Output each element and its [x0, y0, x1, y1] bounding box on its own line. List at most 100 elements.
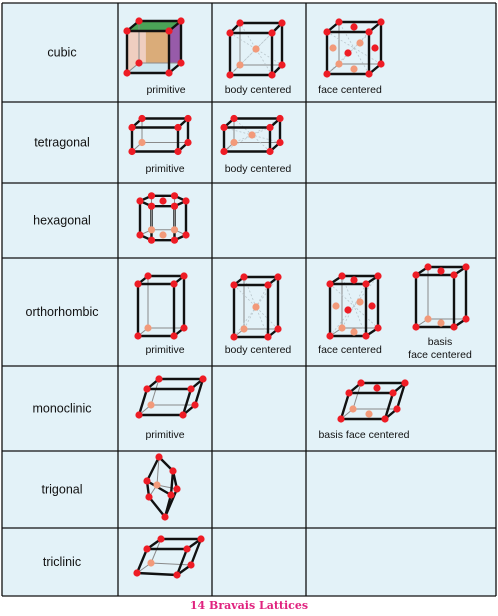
hidden-edge — [150, 538, 162, 564]
lattice-point — [173, 485, 181, 493]
lattice-point — [177, 17, 185, 25]
hidden-edge — [150, 378, 160, 406]
lattice-point — [155, 453, 163, 461]
lattice-point — [147, 192, 156, 200]
lattice-point — [170, 226, 179, 234]
lattice-point — [123, 69, 131, 77]
lattice-point — [276, 138, 284, 147]
lattice-type-label: primitive — [145, 429, 184, 441]
lattice-point — [323, 28, 331, 36]
crystal-system-label: tetragonal — [34, 136, 90, 150]
lattice-point — [362, 332, 370, 340]
lattice-point — [350, 65, 358, 73]
lattice-point — [182, 231, 190, 239]
lattice-point — [332, 302, 340, 310]
lattice-point — [278, 19, 286, 27]
lattice-cell-hexagonal — [136, 192, 190, 244]
lattice-point — [362, 280, 370, 288]
lattice-point — [230, 114, 238, 123]
crystal-system-label: cubic — [47, 46, 76, 60]
lattice-point — [174, 147, 182, 156]
lattice-point — [365, 28, 373, 36]
lattice-point — [143, 477, 151, 485]
lattice-point — [187, 561, 195, 569]
lattice-point — [135, 411, 143, 419]
cell-edge — [145, 455, 161, 483]
lattice-point — [165, 27, 173, 35]
lattice-point — [424, 315, 432, 323]
lattice-point — [170, 332, 178, 340]
cell-edge — [181, 387, 193, 417]
lattice-cell-orthorhombic-primitive: primitive — [134, 272, 188, 356]
lattice-type-label: body centered — [225, 163, 292, 175]
lattice-point — [437, 319, 445, 327]
lattice-point — [278, 61, 286, 69]
lattice-point — [329, 44, 337, 52]
crystal-system-label: hexagonal — [33, 214, 91, 228]
lattice-point — [170, 236, 179, 244]
lattice-cell-trigonal — [143, 453, 181, 521]
lattice-point — [230, 333, 238, 341]
lattice-point — [144, 272, 152, 280]
lattice-point — [144, 324, 152, 332]
lattice-cell-monoclinic-basis-face-centered: basis face centered — [318, 379, 410, 441]
lattice-point — [174, 123, 182, 132]
lattice-point — [437, 267, 445, 275]
lattice-point — [264, 333, 272, 341]
lattice-type-label: body centered — [225, 84, 292, 96]
cell-edge — [145, 479, 173, 497]
lattice-point — [252, 45, 260, 53]
lattice-cell-triclinic — [133, 535, 205, 579]
cell-edge — [163, 493, 173, 519]
lattice-cell-orthorhombic-face-centered: face centered — [318, 272, 382, 356]
lattice-point — [373, 384, 381, 392]
lattice-point — [268, 71, 276, 79]
lattice-point — [123, 27, 131, 35]
lattice-type-label: basis — [428, 336, 453, 348]
lattice-point — [338, 272, 346, 280]
lattice-point — [197, 535, 205, 543]
lattice-point — [161, 513, 169, 521]
crystal-system-label: triclinic — [43, 555, 81, 569]
lattice-point — [147, 226, 156, 234]
lattice-point — [157, 535, 165, 543]
lattice-point — [136, 231, 144, 239]
lattice-point — [143, 385, 151, 393]
lattice-point — [240, 325, 248, 333]
lattice-point — [350, 276, 358, 284]
cell-edge — [135, 571, 179, 577]
lattice-point — [230, 138, 238, 147]
lattice-point — [134, 280, 142, 288]
cell-edge — [169, 469, 175, 497]
lattice-point — [236, 61, 244, 69]
lattice-point — [236, 19, 244, 27]
hidden-edge — [352, 382, 362, 410]
lattice-type-label: basis face centered — [318, 429, 409, 441]
cell-edge — [339, 391, 351, 421]
lattice-point — [266, 147, 274, 156]
lattice-cell-tetragonal-body-centered: body centered — [220, 114, 292, 175]
cell-edge — [175, 547, 189, 577]
lattice-point — [182, 197, 190, 205]
lattice-point — [220, 123, 228, 132]
lattice-point — [326, 332, 334, 340]
lattice-point — [147, 202, 156, 210]
lattice-point — [274, 273, 282, 281]
lattice-point — [368, 302, 376, 310]
lattice-point — [153, 481, 161, 489]
lattice-point — [374, 272, 382, 280]
lattice-point — [170, 202, 179, 210]
lattice-point — [145, 493, 153, 501]
lattice-point — [450, 323, 458, 331]
lattice-point — [381, 415, 389, 423]
lattice-point — [335, 60, 343, 68]
lattice-point — [338, 324, 346, 332]
lattice-type-label: body centered — [225, 344, 292, 356]
lattice-point — [401, 379, 409, 387]
lattice-point — [349, 405, 357, 413]
hidden-edge — [150, 562, 192, 566]
lattice-point — [159, 197, 167, 205]
lattice-row-hexagonal: hexagonal — [33, 192, 190, 244]
